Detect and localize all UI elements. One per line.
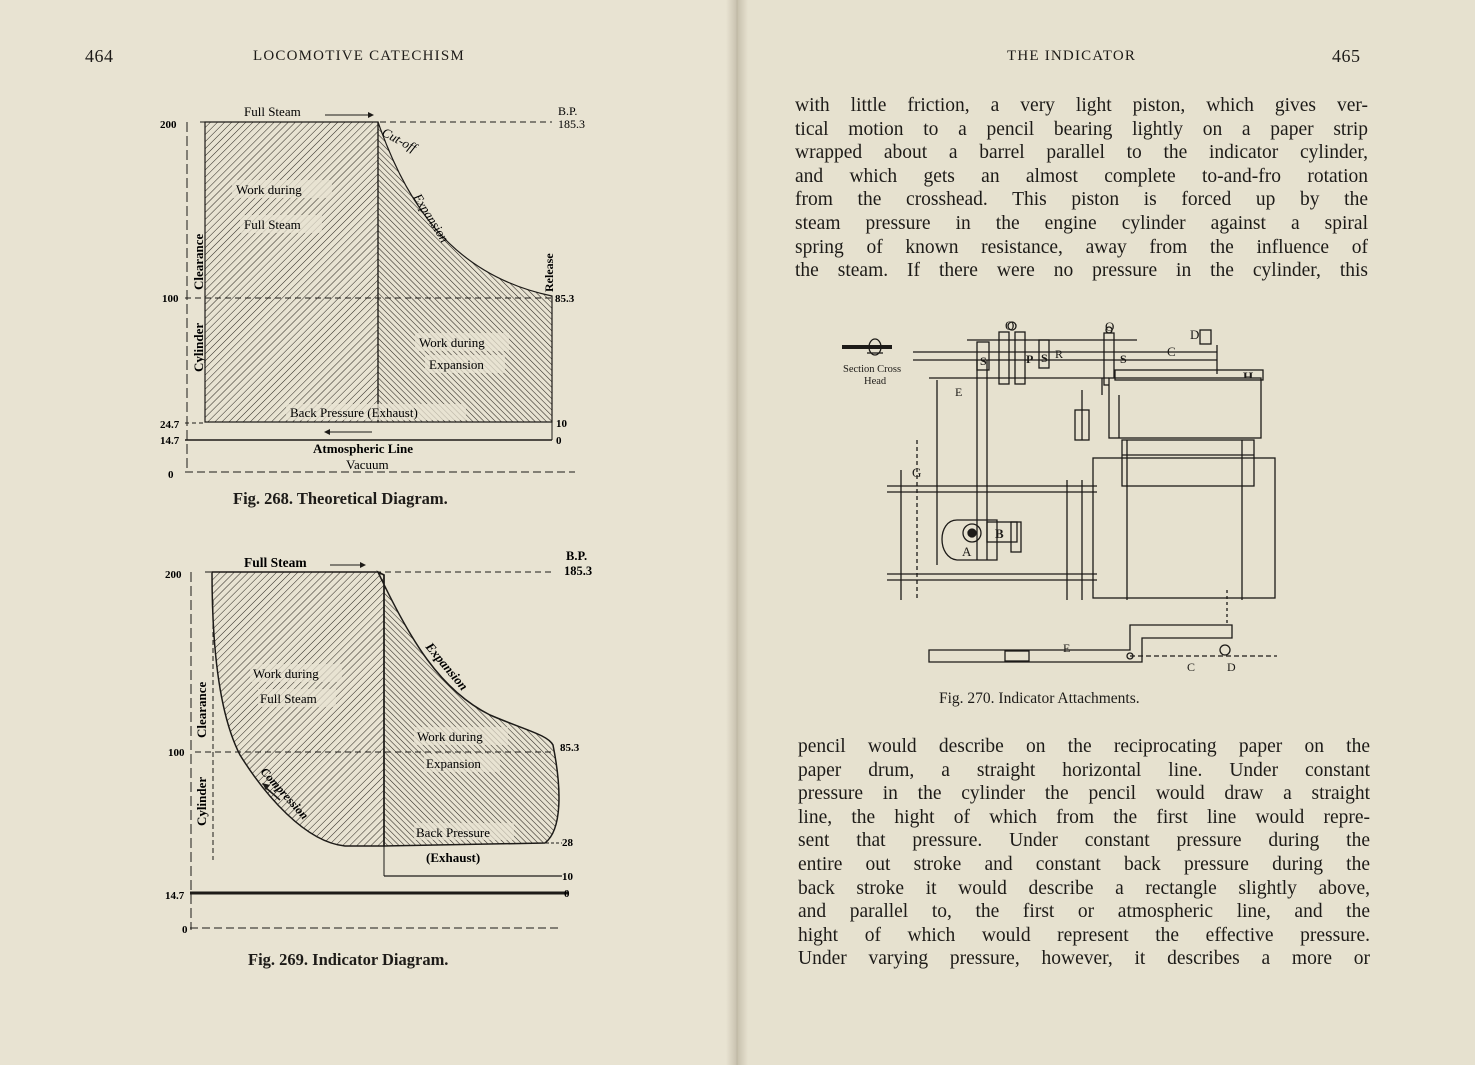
text-line: pressure in the cylinder the pencil woul… [798,783,1370,805]
running-head: THE INDICATOR [1007,48,1137,64]
tick-14-7: 14.7 [160,435,180,447]
tick-right-10: 10 [562,871,574,883]
label-G: G [912,465,921,480]
text-line: paper drum, a straight horizontal line. … [798,759,1370,781]
label-full-steam: Full Steam [244,104,301,119]
figure-268-theoretical-diagram: Full Steam B.P. 185.3 Cut-off Expansion … [160,104,585,481]
label-R: R [1055,347,1063,361]
label-work-full-1: Work during [253,666,319,681]
tick-0: 0 [168,469,174,481]
label-work-full-2: Full Steam [244,217,301,232]
label-vacuum: Vacuum [346,457,389,472]
tick-right-85-3: 85.3 [555,293,575,305]
label-exhaust: (Exhaust) [426,850,480,865]
label-work-exp-2: Expansion [429,357,484,372]
text-line: line, the hight of which from the first … [798,806,1370,828]
tick-right-85-3: 85.3 [560,742,580,754]
label-clearance: Clearance [194,681,209,738]
indicator-full-steam-area [211,571,385,847]
text-line: hight of which would represent the effec… [798,924,1370,946]
tick-right-28: 28 [562,837,574,849]
tick-right-10: 10 [556,418,568,430]
tick-200: 200 [165,569,182,581]
text-line: Under varying pressure, however, it desc… [798,948,1370,970]
text-line: with little friction, a very light pisto… [795,95,1368,116]
tick-right-0: 0 [556,435,562,447]
label-work-full-2: Full Steam [260,691,317,706]
label-H: H [1243,369,1253,384]
label-B: B [995,526,1004,541]
text-line: pencil would describe on the reciprocati… [798,736,1370,757]
left-page: 464 LOCOMOTIVE CATECHISM [0,0,737,1065]
label-P: P [1026,352,1033,366]
label-S-2: S [1041,351,1048,365]
label-clearance: Clearance [191,233,206,290]
text-line: and parallel to, the first or atmospheri… [798,901,1370,923]
label-full-steam: Full Steam [244,555,307,570]
figure-268-caption: Fig. 268. Theoretical Diagram. [233,489,448,508]
label-back-pressure: Back Pressure (Exhaust) [290,405,418,420]
label-cylinder: Cylinder [194,777,209,826]
label-work-full-1: Work during [236,182,302,197]
label-S-3: S [1120,352,1127,366]
label-work-exp-1: Work during [417,729,483,744]
text-line: from the crosshead. This piston is force… [795,189,1368,211]
label-D: D [1190,327,1199,342]
page-number: 464 [85,46,114,66]
text-line: back stroke it would describe a rectangl… [798,877,1370,899]
tick-0: 0 [182,924,188,936]
label-cylinder: Cylinder [191,323,206,372]
label-back-pressure: Back Pressure [416,825,490,840]
label-work-exp-2: Expansion [426,756,481,771]
label-bp: B.P. [558,104,577,118]
label-O-1: O [1005,318,1014,333]
label-D-2: D [1227,660,1236,674]
label-O-2: O [1105,319,1114,334]
tick-200: 200 [160,119,177,131]
text-line: sent that pressure. Under constant press… [798,830,1370,852]
label-bp: B.P. [566,549,587,563]
label-C: C [1167,344,1176,359]
text-line: steam pressure in the engine cylinder ag… [795,212,1368,234]
tick-24-7: 24.7 [160,419,180,431]
label-E-2: E [1063,641,1070,655]
tick-100: 100 [162,293,179,305]
running-head: LOCOMOTIVE CATECHISM [253,48,465,64]
label-A: A [962,544,972,559]
label-S-1: S [980,354,987,368]
page-number: 465 [1332,46,1361,66]
figure-270-caption: Fig. 270. Indicator Attachments. [939,690,1140,707]
figure-269-indicator-diagram: Full Steam B.P. 185.3 Expansion Compress… [165,549,592,936]
label-work-exp-1: Work during [419,335,485,350]
text-line: the steam. If there were no pressure in … [795,260,1368,282]
tick-100: 100 [168,747,185,759]
indicator-expansion-area [376,570,560,847]
work-full-steam-area [204,121,379,423]
book-gutter [726,0,748,1065]
label-E-1: E [955,385,962,399]
figure-269-caption: Fig. 269. Indicator Diagram. [248,950,449,969]
paragraph-2: pencil would describe on the reciprocati… [798,735,1370,971]
label-C-2: C [1187,660,1195,674]
label-section-1: Section Cross [843,364,901,375]
text-line: wrapped about a barrel parallel to the i… [795,142,1368,164]
text-line: spring of known resistance, away from th… [795,236,1368,258]
tick-14-7: 14.7 [165,890,185,902]
text-line: tical motion to a pencil bearing lightly… [795,118,1368,140]
label-release: Release [542,253,556,292]
work-expansion-area [377,121,553,423]
text-line: and which gets an almost complete to-and… [795,165,1368,187]
label-section-2: Head [864,376,887,387]
label-bp-value: 185.3 [558,117,585,131]
right-page: THE INDICATOR 465 with little friction, … [737,0,1475,1065]
text-line: entire out stroke and constant back pres… [798,853,1370,875]
label-bp-value: 185.3 [564,564,592,578]
paragraph-1: with little friction, a very light pisto… [795,94,1368,283]
tick-right-0: 0 [564,888,570,900]
label-atmospheric-line: Atmospheric Line [313,441,413,456]
figure-270-indicator-attachments: Section Cross Head O O S P S R S C D H E [842,318,1277,674]
